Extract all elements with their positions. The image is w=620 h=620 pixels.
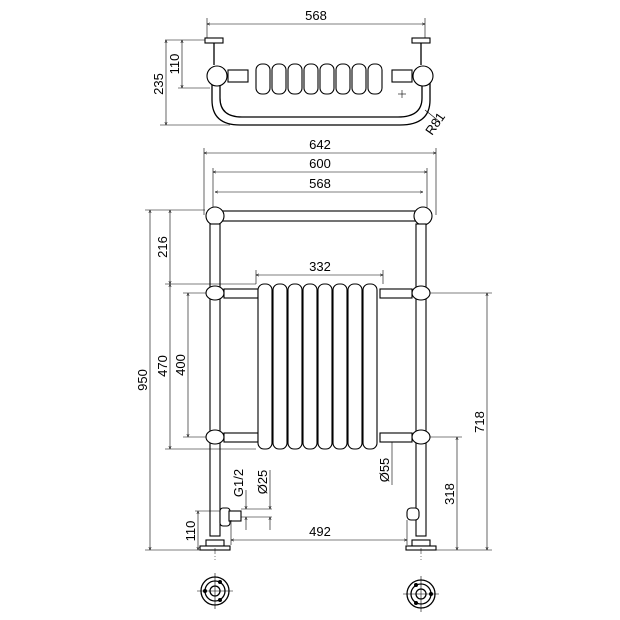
dim-950: 950 (135, 369, 150, 391)
dim-400: 400 (173, 354, 188, 376)
dim-110: 110 (183, 521, 198, 542)
dim-318: 318 (442, 483, 457, 505)
dim-top-568: 568 (305, 8, 327, 23)
dim-600: 600 (309, 156, 331, 171)
dim-642: 642 (309, 137, 331, 152)
dim-top-110: 110 (167, 54, 182, 75)
dim-thread-g12: G1/2 (231, 469, 246, 497)
dim-dia-55: Ø55 (377, 458, 392, 483)
dim-332: 332 (309, 259, 331, 274)
dim-216: 216 (155, 236, 170, 258)
foot-plate-right (403, 576, 439, 612)
dim-top-235: 235 (151, 73, 166, 95)
dim-492: 492 (309, 524, 331, 539)
foot-plate-left (197, 573, 233, 609)
radiator-columns (257, 283, 378, 450)
dim-568: 568 (309, 176, 331, 191)
dim-718: 718 (472, 411, 487, 433)
top-view: 568 110 235 R81 (151, 8, 448, 138)
dim-dia-25: Ø25 (255, 470, 270, 495)
dim-470: 470 (155, 355, 170, 377)
front-view: 642 600 568 332 (135, 137, 492, 560)
top-radiator-sections (255, 63, 383, 95)
